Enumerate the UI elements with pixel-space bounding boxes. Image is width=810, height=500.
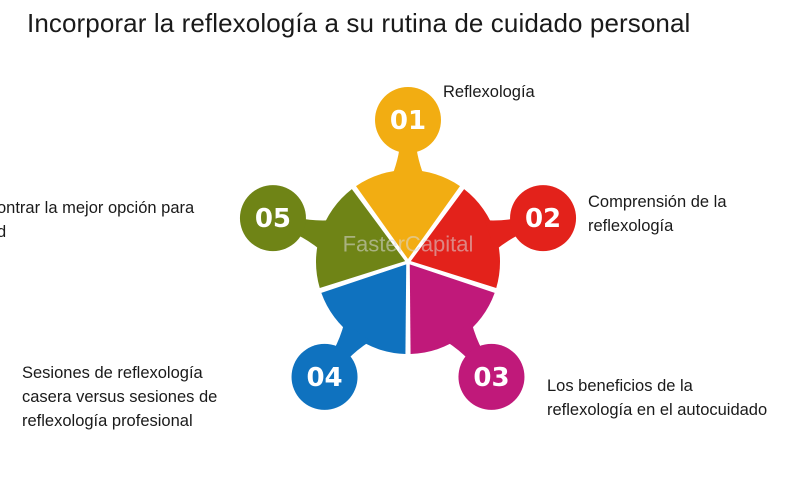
node-circle-03 xyxy=(458,343,525,410)
watermark: FasterCapital xyxy=(343,232,474,257)
sector-04 xyxy=(321,264,407,354)
step-03-label: Los beneficios de la reflexología en el … xyxy=(547,377,768,419)
node-circle-05 xyxy=(239,185,306,252)
node-circle-01 xyxy=(375,87,441,153)
node-number-04: 04 xyxy=(306,363,342,393)
step-04-label: Sesiones de reflexología casera versus s… xyxy=(22,364,218,430)
step-02-label: Comprensión de la reflexología xyxy=(588,193,727,235)
step-01-label: Reflexología xyxy=(443,83,535,101)
node-circle-02 xyxy=(510,185,577,252)
sector-03 xyxy=(409,264,495,354)
node-number-01: 01 xyxy=(390,106,426,136)
page-title: Incorporar la reflexología a su rutina d… xyxy=(27,8,691,38)
node-number-05: 05 xyxy=(255,204,291,234)
sector-01 xyxy=(356,170,460,259)
step-05-label: ontrar la mejor opción para d xyxy=(0,199,195,241)
node-circle-04 xyxy=(291,343,358,410)
sector-05 xyxy=(316,189,406,288)
sector-02 xyxy=(410,189,501,288)
node-number-02: 02 xyxy=(525,204,561,234)
node-number-03: 03 xyxy=(473,363,509,393)
